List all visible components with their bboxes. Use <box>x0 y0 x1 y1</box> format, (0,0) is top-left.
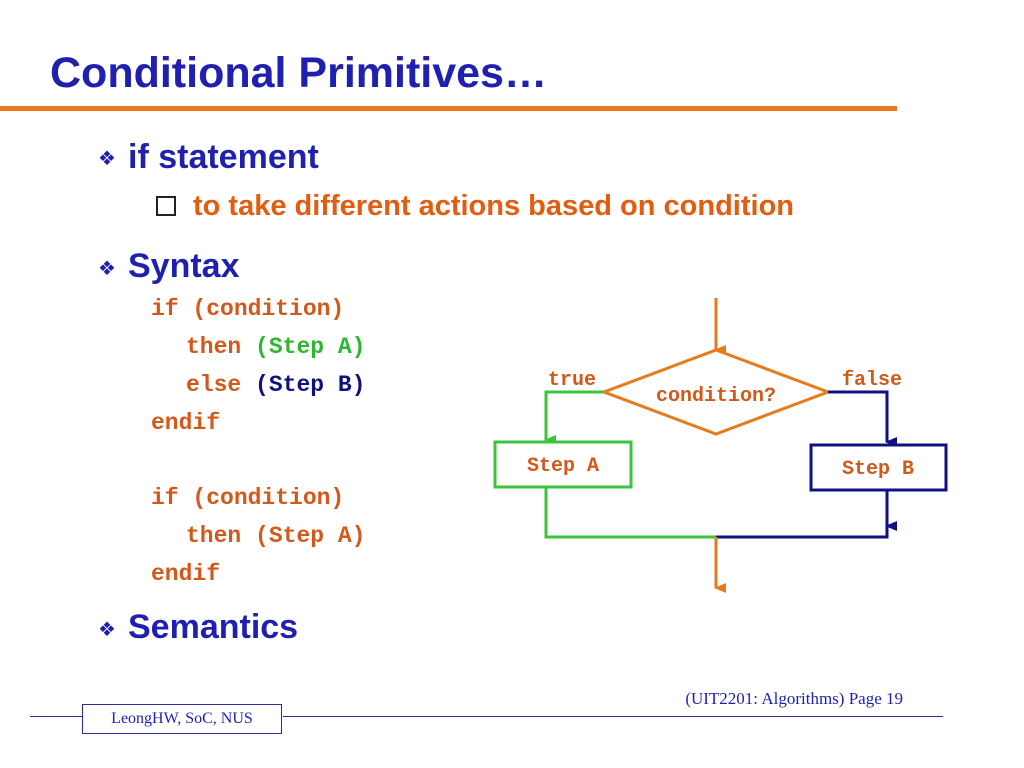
code-then-line: then (Step A) <box>186 523 366 549</box>
step-a-box <box>493 440 633 489</box>
bullet-if-statement: if statement <box>128 138 319 176</box>
page-number: (UIT2201: Algorithms) Page 19 <box>685 689 903 708</box>
code-step-a: (Step A) <box>255 334 366 360</box>
step-b-box <box>809 443 948 492</box>
step-b-label: Step B <box>842 458 914 481</box>
condition-diamond <box>599 348 833 436</box>
code-endif-line: endif <box>151 410 221 436</box>
step-b-merge-line <box>716 490 889 539</box>
true-branch-arrow <box>544 390 604 445</box>
code-if-line: if (condition) <box>151 296 345 322</box>
code-then-line: then (Step A) <box>186 336 365 359</box>
code-else-keyword: else <box>186 372 242 398</box>
code-else-line: else (Step B) <box>186 374 365 397</box>
bullet-syntax: Syntax <box>128 247 240 285</box>
page-title: Conditional Primitives… <box>50 49 547 97</box>
sub-bullet-description: to take different actions based on condi… <box>193 190 794 222</box>
false-branch-arrow <box>828 390 897 447</box>
code-endif-line: endif <box>151 561 221 587</box>
footer-rule-right <box>283 716 943 717</box>
step-a-merge-line <box>544 487 716 539</box>
code-then-keyword: then <box>186 334 242 360</box>
footer-author: LeongHW, SoC, NUS <box>111 710 253 727</box>
bullet-semantics: Semantics <box>128 608 299 646</box>
title-underline <box>0 106 897 111</box>
code-if-line: if (condition) <box>151 485 345 511</box>
hollow-square-icon <box>156 196 176 216</box>
true-label: true <box>548 369 596 392</box>
step-a-label: Step A <box>527 455 599 478</box>
false-label: false <box>842 369 902 392</box>
diamond-bullet-icon: ❖ <box>98 619 116 641</box>
diamond-bullet-icon: ❖ <box>98 148 116 170</box>
footer-rule-left <box>30 716 83 717</box>
diamond-bullet-icon: ❖ <box>98 258 116 280</box>
condition-label: condition? <box>656 385 776 408</box>
footer-author-box: LeongHW, SoC, NUS <box>82 704 282 734</box>
code-step-b: (Step B) <box>255 372 366 398</box>
